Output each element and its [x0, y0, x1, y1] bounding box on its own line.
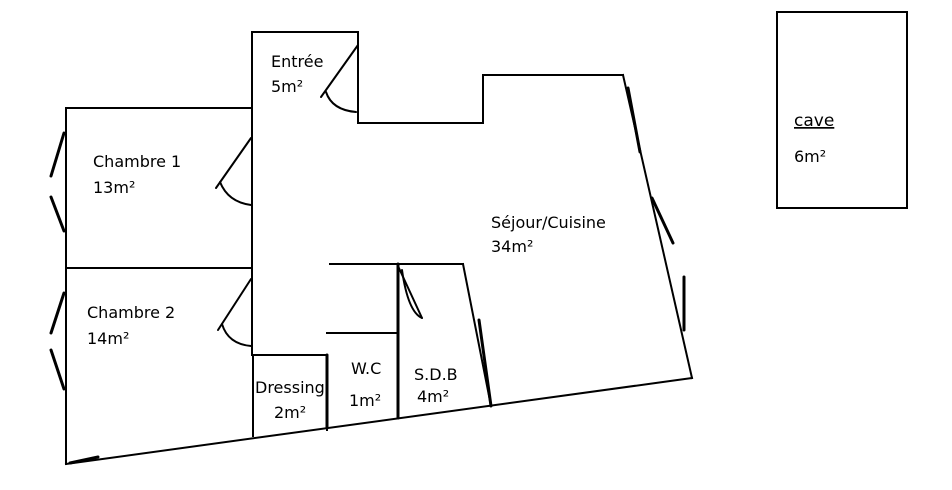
door-chambre2: [217, 278, 252, 347]
room-area-chambre2: 14m²: [87, 329, 129, 348]
room-name-chambre2: Chambre 2: [87, 303, 175, 322]
cave-outline: [776, 11, 908, 209]
room-name-entree: Entrée: [271, 52, 323, 71]
room-area-cave: 6m²: [794, 147, 826, 166]
room-labels: Entrée 5m² Chambre 1 13m² Chambre 2 14m²…: [87, 52, 834, 422]
doors: [215, 44, 423, 347]
windows: [49, 86, 686, 465]
room-area-sejour: 34m²: [491, 237, 533, 256]
partition-thick: [325, 262, 493, 430]
door-sdb: [397, 265, 423, 319]
room-name-cave: cave: [794, 111, 834, 131]
room-name-sdb: S.D.B: [414, 365, 458, 384]
room-name-chambre1: Chambre 1: [93, 152, 181, 171]
room-area-sdb: 4m²: [417, 387, 449, 406]
room-name-wc: W.C: [351, 359, 381, 378]
door-chambre1: [215, 137, 252, 206]
room-area-dressing: 2m²: [274, 403, 306, 422]
room-area-chambre1: 13m²: [93, 178, 135, 197]
door-entree: [320, 44, 359, 113]
room-name-dressing: Dressing: [255, 378, 325, 397]
room-area-wc: 1m²: [349, 391, 381, 410]
room-name-sejour: Séjour/Cuisine: [491, 213, 606, 232]
room-area-entree: 5m²: [271, 77, 303, 96]
